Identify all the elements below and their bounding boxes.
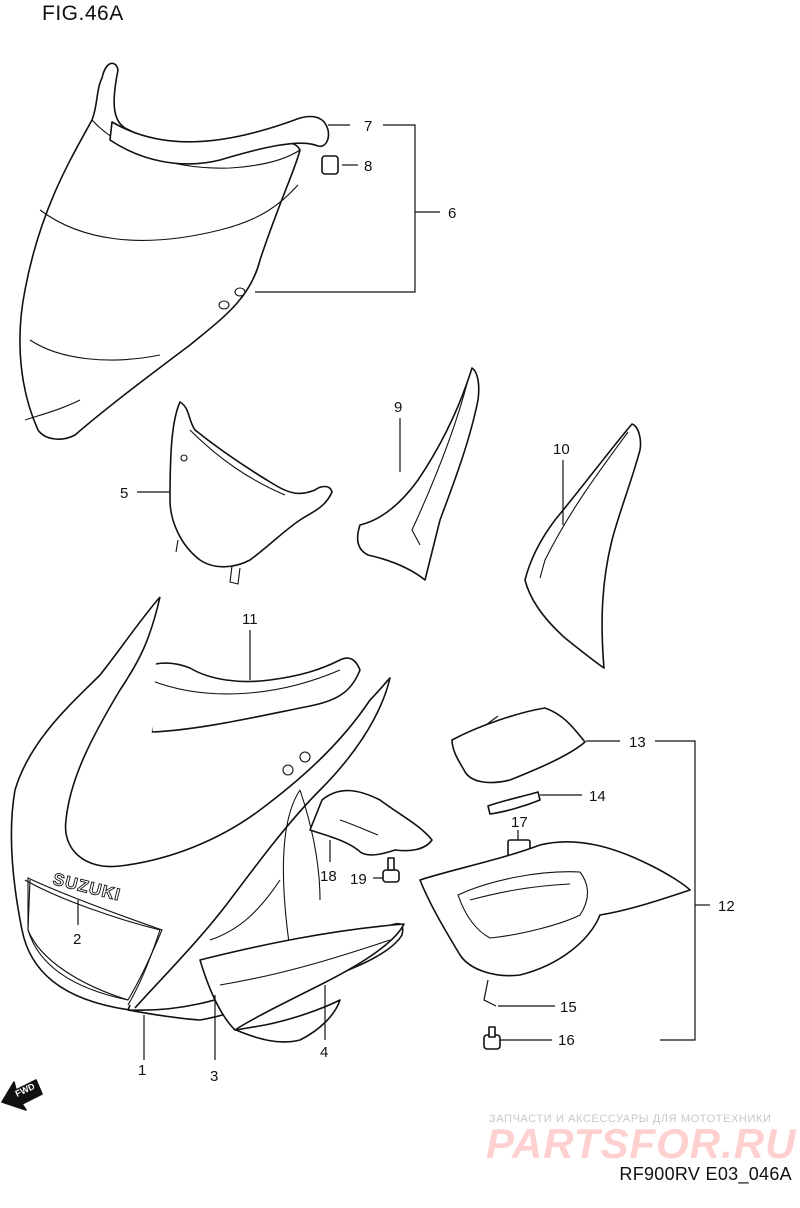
callout-6: 6 bbox=[448, 205, 456, 222]
callout-13: 13 bbox=[629, 734, 646, 751]
inner-bracket-part bbox=[169, 401, 333, 585]
callout-17: 17 bbox=[511, 814, 528, 831]
storage-tray-part bbox=[419, 841, 691, 977]
callout-19: 19 bbox=[350, 871, 367, 888]
bolt-part bbox=[382, 857, 400, 883]
callout-2: 2 bbox=[73, 931, 81, 948]
emblem-area bbox=[27, 877, 163, 1001]
callout-7: 7 bbox=[364, 118, 372, 135]
seal-strip-part bbox=[487, 791, 541, 815]
hook-part bbox=[483, 979, 497, 1007]
trim-strip-part bbox=[109, 115, 330, 165]
grommet-part bbox=[483, 1026, 501, 1050]
callout-15: 15 bbox=[560, 999, 577, 1016]
callout-14: 14 bbox=[589, 788, 606, 805]
callout-11: 11 bbox=[242, 611, 258, 628]
callout-4: 4 bbox=[320, 1044, 328, 1061]
callout-18: 18 bbox=[320, 868, 337, 885]
callout-1: 1 bbox=[138, 1062, 146, 1079]
lower-panels-part bbox=[199, 923, 405, 1043]
mounting-plate-part bbox=[309, 789, 433, 856]
callout-3: 3 bbox=[210, 1068, 218, 1085]
leader-lines bbox=[77, 124, 710, 1060]
watermark-tagline: ЗАПЧАСТИ И АКСЕССУАРЫ ДЛЯ МОТОТЕХНИКИ bbox=[489, 1113, 772, 1125]
callout-12: 12 bbox=[718, 898, 735, 915]
inner-panel-right-part bbox=[524, 423, 642, 669]
callout-labels: 7 8 6 5 9 10 11 13 14 17 12 18 19 15 16 … bbox=[73, 118, 735, 1085]
inner-panel-left-part bbox=[356, 367, 480, 581]
windscreen-part bbox=[19, 62, 339, 440]
clip-part bbox=[321, 155, 339, 175]
callout-16: 16 bbox=[558, 1032, 575, 1049]
figure-code: RF900RV E03_046A bbox=[619, 1164, 792, 1184]
callout-10: 10 bbox=[553, 441, 570, 458]
callout-5: 5 bbox=[120, 485, 128, 502]
watermark-logo: PARTSFOR.RU bbox=[486, 1120, 797, 1167]
figure-title: FIG.46A bbox=[42, 2, 124, 25]
tray-lid-part bbox=[451, 707, 586, 784]
callout-8: 8 bbox=[364, 158, 372, 175]
upper-cover-part bbox=[139, 657, 361, 733]
fwd-arrow-icon: FWD bbox=[1, 1079, 43, 1111]
callout-9: 9 bbox=[394, 399, 402, 416]
